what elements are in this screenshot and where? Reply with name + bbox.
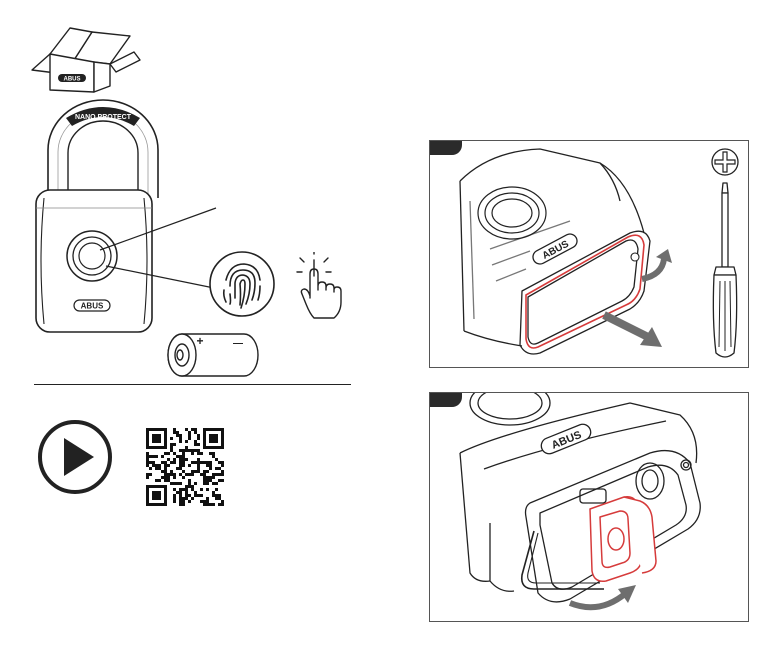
play-icon[interactable]: [36, 418, 114, 496]
fingerprint-icon: [208, 250, 276, 318]
box-brand-label: ABUS: [63, 77, 80, 83]
qr-code[interactable]: [146, 428, 224, 506]
section-divider: [34, 384, 351, 385]
padlock-brand-label: ABUS: [81, 302, 104, 311]
step-tab-1: [429, 140, 462, 155]
shackle-label: NANO PROTECT: [75, 114, 132, 121]
phillips-head-icon: [710, 147, 740, 177]
battery-minus-label: —: [233, 338, 243, 349]
box-icon: ABUS: [30, 22, 142, 94]
touch-hand-icon: [296, 252, 346, 320]
battery-plus-label: +: [196, 334, 203, 348]
screwdriver-icon: [706, 181, 744, 363]
step-panel-1: ABUS: [429, 140, 749, 368]
step-tab-2: [429, 392, 462, 407]
battery-icon: + —: [160, 330, 260, 380]
step-panel-2: ABUS: [429, 392, 749, 622]
padlock-illustration: NANO PROTECT ABUS: [30, 98, 230, 343]
